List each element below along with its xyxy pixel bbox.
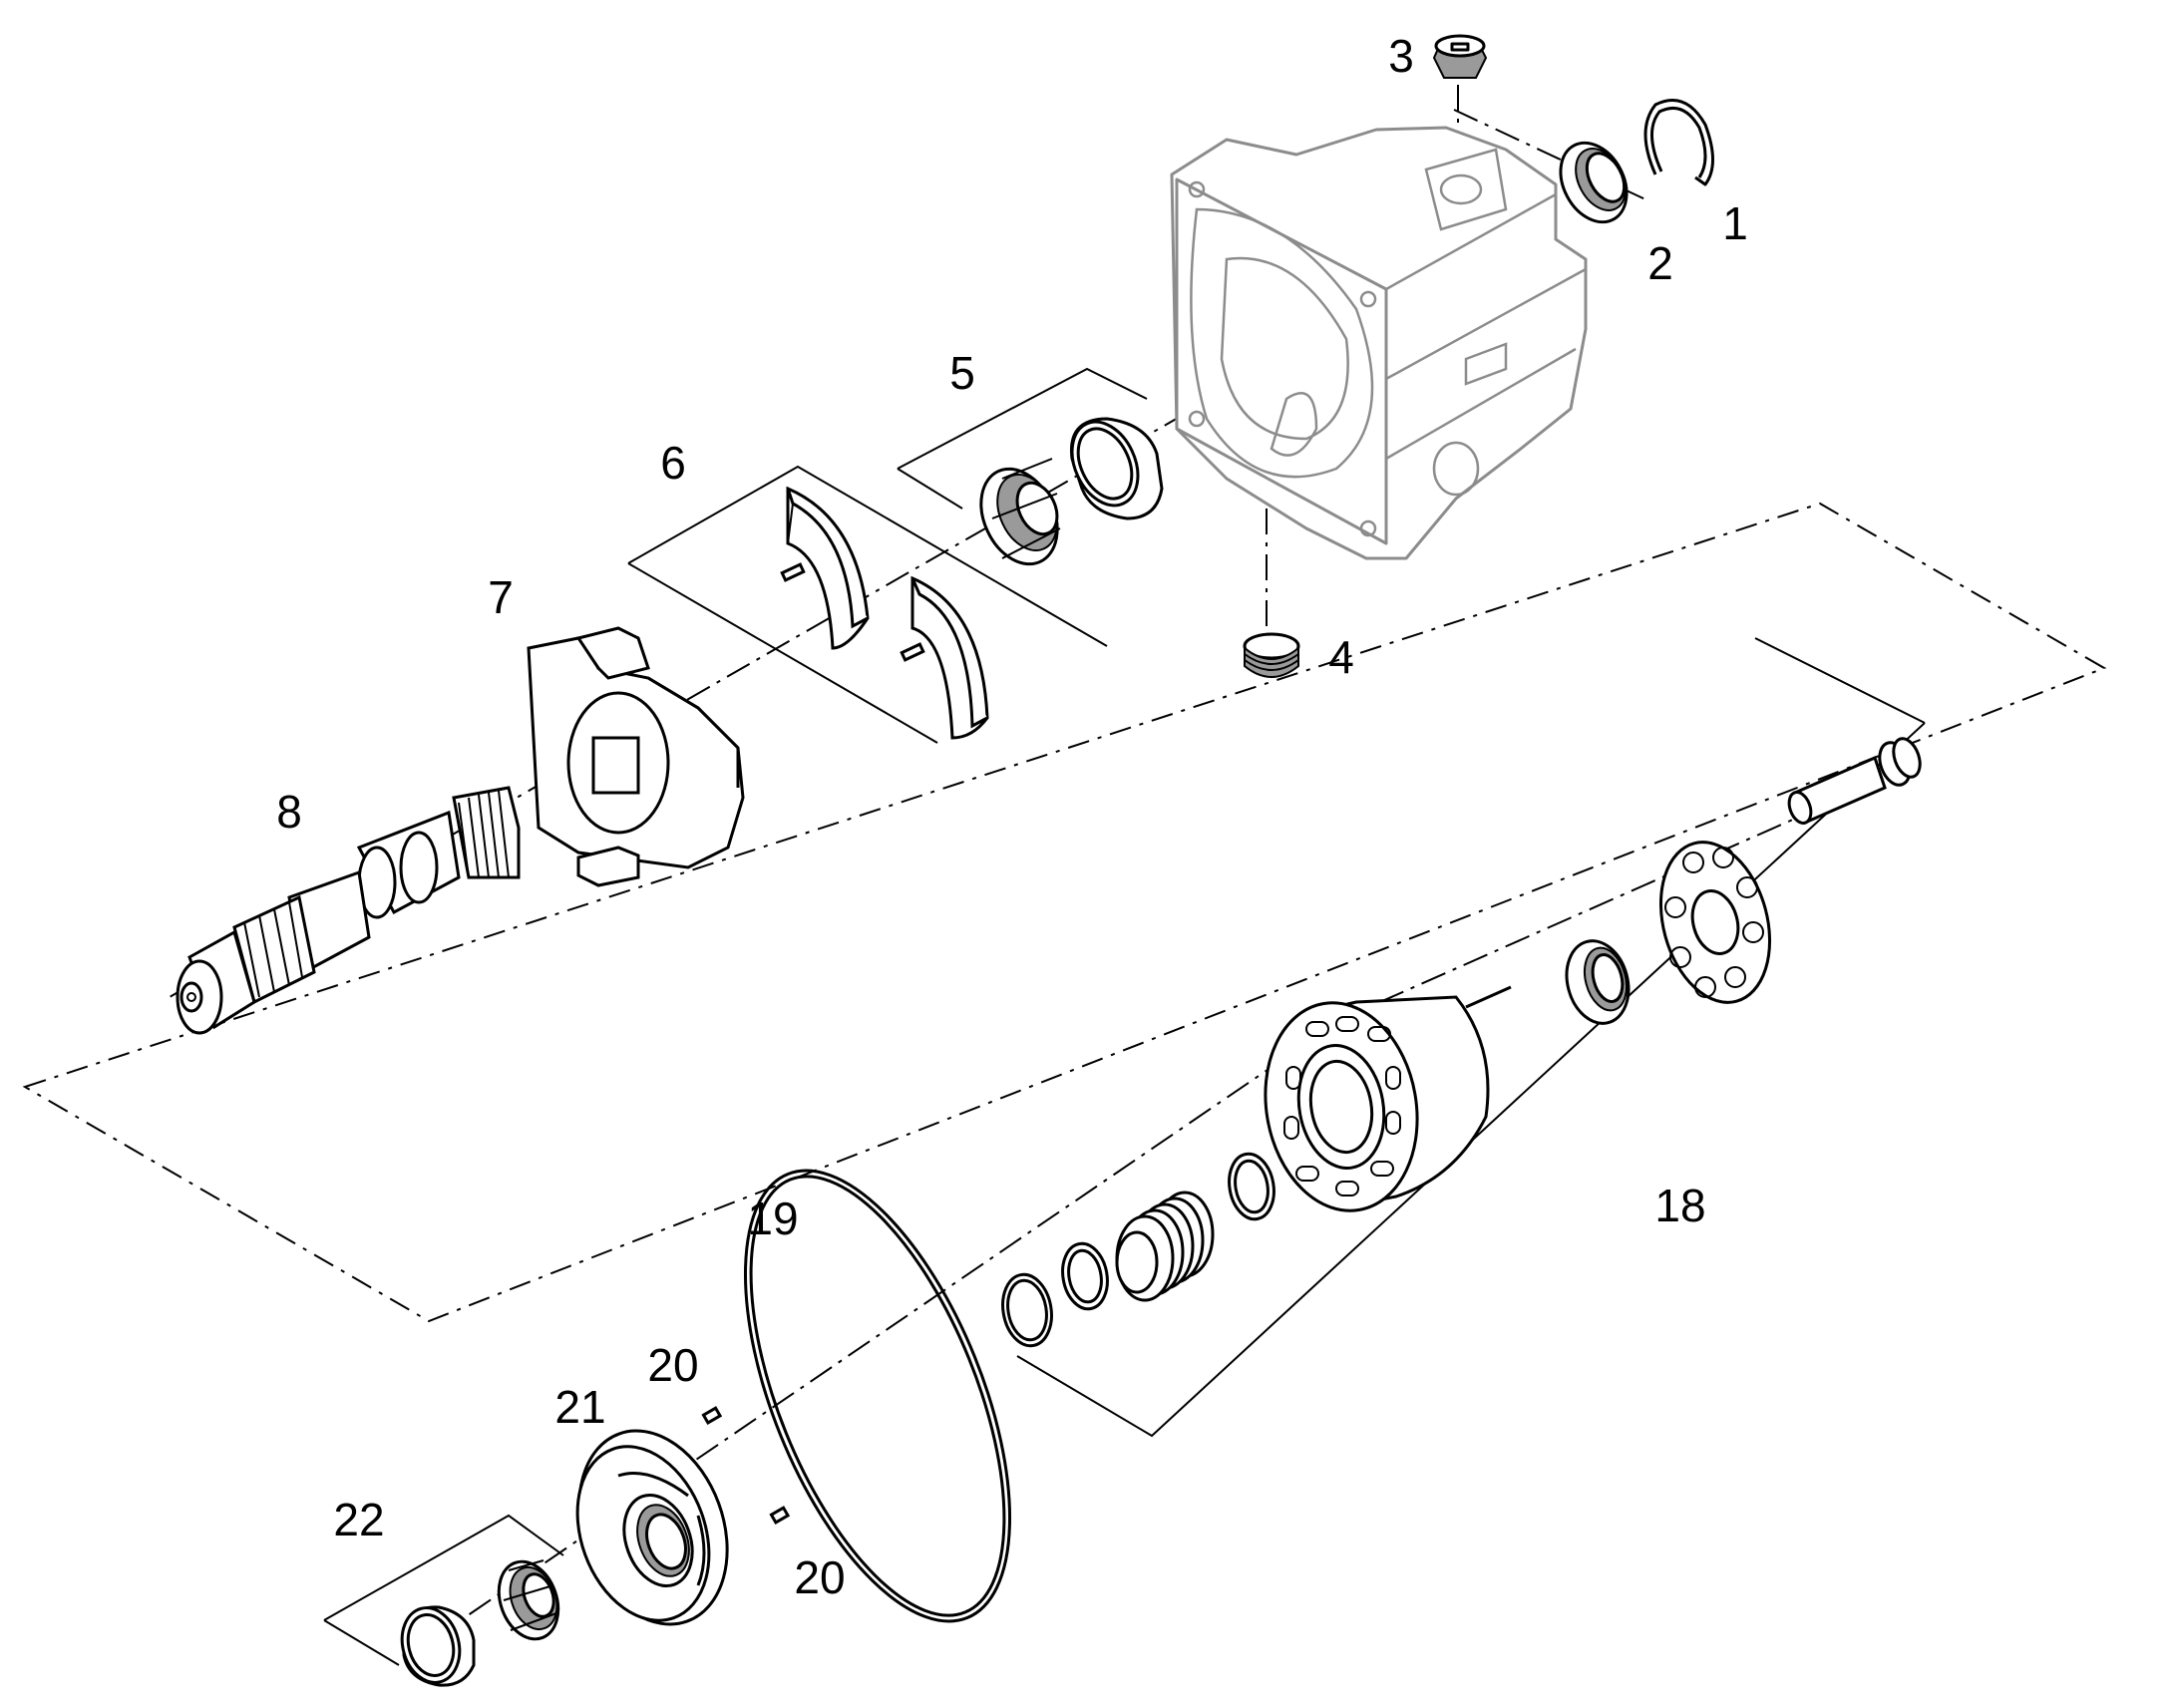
cylinder-bores bbox=[1283, 1016, 1401, 1196]
callout-5: 5 bbox=[949, 347, 975, 399]
taper-bearing-5-icon bbox=[979, 458, 1061, 566]
drive-shaft-8-icon bbox=[176, 786, 521, 1035]
callout-20-top: 20 bbox=[647, 1339, 698, 1391]
callout-8: 8 bbox=[276, 786, 302, 838]
dowel-pins-20-icon bbox=[701, 1406, 791, 1526]
bearing-cup-5-icon bbox=[1069, 417, 1164, 520]
plug-4-icon bbox=[1243, 632, 1300, 678]
plug-3-icon bbox=[1432, 34, 1488, 79]
callout-7: 7 bbox=[488, 571, 514, 623]
valve-plate-21-icon bbox=[575, 1429, 729, 1626]
spring-icon bbox=[1115, 1191, 1215, 1302]
motor-housing-icon bbox=[1170, 126, 1588, 560]
callout-21: 21 bbox=[554, 1381, 605, 1433]
bearing-cup-22-icon bbox=[400, 1605, 476, 1687]
o-ring-19-icon bbox=[743, 1169, 1012, 1623]
callout-20-bottom: 20 bbox=[794, 1551, 845, 1603]
callout-3: 3 bbox=[1388, 30, 1414, 82]
retaining-ring-1-icon bbox=[1643, 99, 1714, 186]
callout-1: 1 bbox=[1722, 197, 1748, 249]
callout-2: 2 bbox=[1647, 237, 1673, 289]
rotating-group-18-icon bbox=[1001, 737, 1922, 1348]
bearing-shells-6-icon bbox=[780, 486, 989, 740]
callout-18: 18 bbox=[1654, 1180, 1705, 1231]
shaft-seal-2-icon bbox=[1559, 141, 1629, 224]
callout-4: 4 bbox=[1328, 631, 1354, 683]
callout-6: 6 bbox=[660, 437, 686, 489]
callout-19: 19 bbox=[747, 1193, 798, 1244]
swash-plate-7-icon bbox=[527, 626, 745, 887]
group-brackets bbox=[22, 367, 2107, 1666]
callout-22: 22 bbox=[333, 1494, 384, 1545]
callout-labels: 1 2 3 4 5 6 7 8 18 19 20 20 21 22 bbox=[276, 30, 1748, 1603]
taper-bearing-22-icon bbox=[497, 1559, 560, 1641]
